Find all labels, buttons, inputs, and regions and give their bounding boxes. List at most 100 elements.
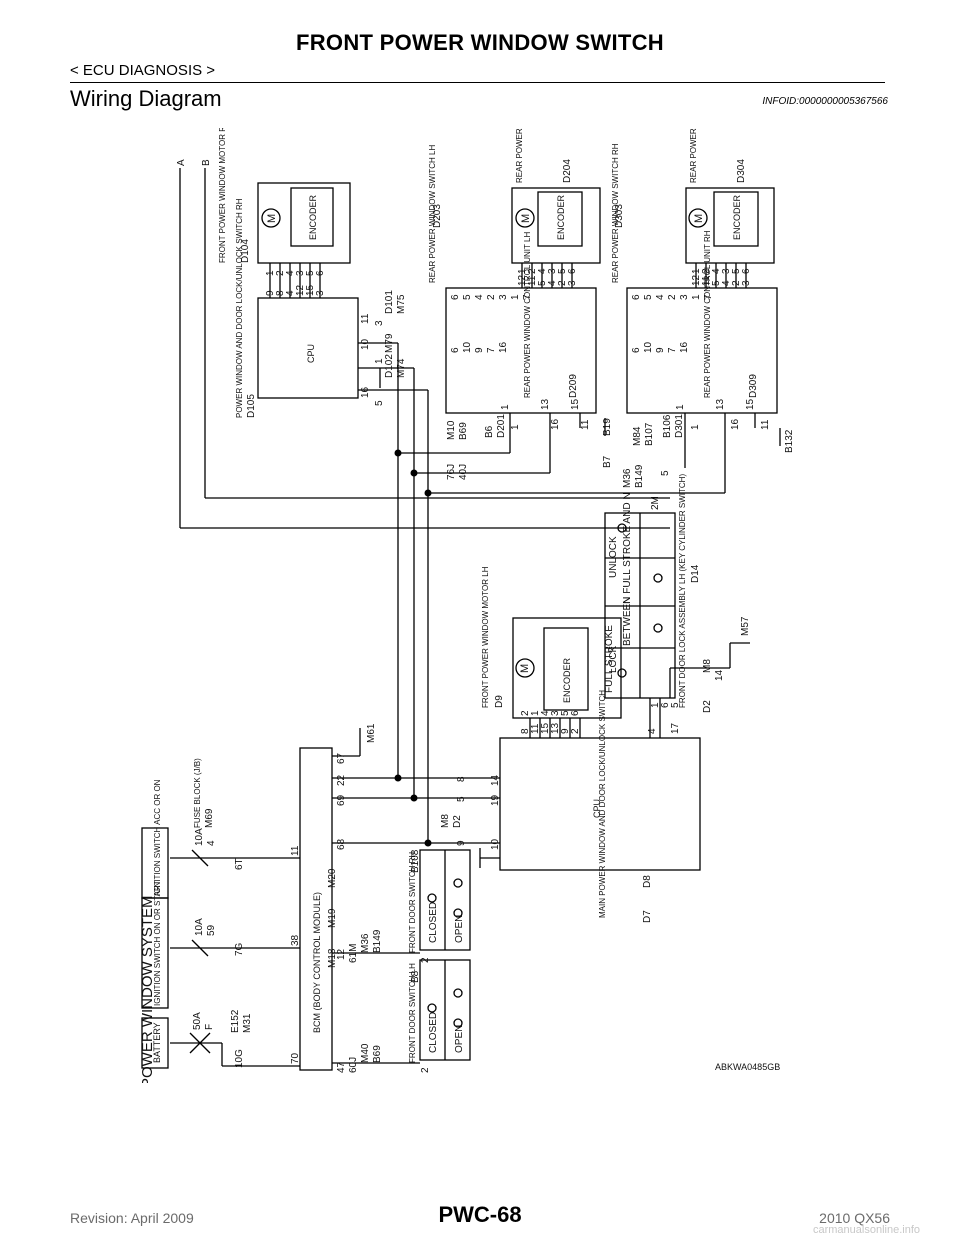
bcm-conn3: M20 [327, 868, 338, 888]
rear-motor-lh-box [511, 187, 601, 264]
rear-switch-rh-control: REAR POWER WINDOW CONTROL UNIT RH [703, 230, 712, 398]
pin-10g: 10G [234, 1049, 245, 1068]
rear-motor-lh-pin-6: 6 [567, 268, 578, 274]
rh-switch-motor-pin-1: 9 [265, 290, 276, 296]
front-motor-rh-conn: D104 [240, 239, 251, 263]
rh-switch-motor-pin-6: 3 [315, 290, 326, 296]
rear-switch-rh-row2-4: 7 [667, 347, 678, 353]
door-switch-lh-harness-a: M40 [360, 1043, 371, 1063]
rh-switch-joint-a-conn1: D102 [384, 354, 395, 378]
rear-switch-rh-motor-6: 3 [741, 280, 752, 286]
rear-switch-rh-conn: D303 [614, 204, 625, 228]
rear-switch-lh-top-3: 4 [474, 294, 485, 300]
watermark: carmanualsonline.info [812, 1224, 920, 1236]
bcm-conn2: M19 [327, 908, 338, 928]
rear-switch-rh-ground: B132 [784, 429, 795, 453]
rear-motor-lh-pin-1: 1 [517, 268, 528, 274]
fuse-block-conn: M69 [204, 808, 215, 828]
pin-6t: 6T [234, 858, 245, 870]
battery-label: BATTERY [152, 1022, 162, 1063]
front-motor-rh-encoder [290, 187, 334, 247]
door-lock-pin-1: 1 [650, 702, 661, 708]
rear-switch-lh-harness-a: M10 [446, 420, 457, 440]
ref-b: B [201, 159, 212, 166]
front-motor-lh-encoder: ENCODER [562, 657, 572, 703]
rh-switch-joint-a-pin-2: 1 [374, 358, 385, 364]
door-switch-rh-open: OPEN [454, 915, 465, 943]
rear-switch-rh-harness2-a: M36 [622, 468, 633, 488]
ign-acc-on-label: IGNITION SWITCH ACC OR ON [153, 779, 162, 896]
door-lock-unlock: UNLOCK [608, 536, 619, 578]
rear-switch-lh-control-conn: D209 [568, 374, 579, 398]
rear-switch-rh-row2-3: 9 [655, 347, 666, 353]
wiring-diagram: POWER WINDOW SYSTEM BATTERY IGNITION SWI… [139, 128, 795, 1083]
door-lock-joint-pin: 14 [714, 669, 725, 681]
ign-acc-on-box [141, 827, 169, 899]
rear-switch-lh-label: REAR POWER WINDOW SWITCH LH [428, 145, 437, 283]
front-motor-rh-motor: M [266, 214, 278, 223]
rear-motor-lh-label: REAR POWER WINDOW MOTOR LH [515, 128, 524, 183]
rh-switch-label: POWER WINDOW AND DOOR LOCK/UNLOCK SWITCH… [235, 198, 244, 418]
info-id: INFOID:0000000005367566 [762, 96, 888, 107]
rear-switch-rh-top-3: 4 [655, 294, 666, 300]
front-motor-rh-pin-3: 4 [285, 270, 296, 276]
rear-switch-rh-top-4: 2 [667, 294, 678, 300]
rear-switch-rh-top-6: 1 [691, 294, 702, 300]
rear-switch-lh-harness-b: B69 [458, 422, 469, 440]
rear-motor-rh-conn: D304 [736, 159, 747, 183]
rear-switch-lh-joint-conn1: B6 [484, 425, 495, 438]
front-motor-lh-pin-6: 6 [570, 710, 581, 716]
rear-switch-lh-joint-pin-3: 11 [580, 419, 591, 430]
front-motor-lh-pin-2: 1 [530, 710, 541, 716]
rear-motor-rh-pin-2: 2 [701, 268, 712, 274]
rear-switch-rh-control-conn: D309 [748, 374, 759, 398]
rear-motor-rh-pin-1: 1 [691, 268, 702, 274]
rear-motor-rh-encoder: ENCODER [732, 194, 742, 240]
page-title: FRONT POWER WINDOW SWITCH [295, 30, 664, 55]
rh-switch-joint-b-conn1: D101 [384, 290, 395, 314]
ref-a: A [176, 159, 187, 166]
rear-switch-lh-harness-pin-1: 76J [446, 464, 457, 480]
conn-m31: M31 [242, 1013, 253, 1033]
front-motor-rh-pin-6: 6 [315, 270, 326, 276]
rear-switch-rh-motor-1: 12 [691, 274, 702, 286]
front-motor-lh-pin-1: 2 [520, 710, 531, 716]
rear-switch-lh-top-7: 7 [522, 294, 533, 300]
rear-switch-rh-box [626, 287, 778, 414]
front-motor-lh-conn: D9 [494, 695, 505, 708]
image-code: ABKWA0485GB [715, 1062, 780, 1072]
door-switch-lh-harness-pin: 60J [348, 1057, 359, 1073]
front-motor-rh-box [257, 182, 351, 264]
door-switch-lh-label: FRONT DOOR SWITCH LH [408, 963, 417, 1063]
door-switch-lh-closed: CLOSED [428, 1012, 439, 1053]
rear-switch-rh-joint-conn1: B106 [662, 414, 673, 438]
rear-motor-rh-encoder [713, 191, 759, 247]
rear-switch-lh-ground-1: B19 [602, 418, 613, 436]
rh-switch-ground: M79 [384, 333, 395, 353]
door-lock-pin-3: 5 [670, 702, 681, 708]
main-switch-cpu-box [499, 737, 701, 871]
main-switch-pin-right-1: 4 [647, 728, 658, 734]
rh-switch-joint-b-conn2: M75 [396, 294, 407, 314]
rh-switch-side-pin-1: 16 [360, 386, 371, 398]
main-switch-joint-pin-2: 5 [456, 796, 467, 802]
header-divider [70, 82, 885, 83]
rh-switch-motor-pin-4: 12 [295, 284, 306, 296]
rear-switch-lh-motor-1: 12 [517, 274, 528, 286]
rh-switch-box [257, 297, 359, 399]
rear-switch-rh-joint-conn2: D301 [674, 414, 685, 438]
main-switch-pin-left-1: 10 [490, 838, 501, 850]
main-switch-pin-right-2: 17 [670, 722, 681, 734]
rear-switch-lh-control: REAR POWER WINDOW CONTROL UNIT LH [523, 232, 532, 398]
rh-switch-joint-a-conn2: M74 [396, 358, 407, 378]
rh-switch-joint-b-pin: 3 [374, 320, 385, 326]
fuse-10a-2: 10A [194, 828, 205, 846]
main-switch-conn2: D8 [642, 875, 653, 888]
breadcrumb: < ECU DIAGNOSIS > [70, 62, 216, 79]
main-switch-motor-pin-6: 2 [570, 728, 581, 734]
rear-switch-rh-harness2-pin: 2M [650, 496, 661, 510]
rear-switch-rh-row2-5: 16 [679, 341, 690, 353]
rear-switch-lh-joint-pin-2: 16 [550, 418, 561, 430]
rear-switch-lh-ground-2: B7 [602, 455, 613, 468]
rear-switch-rh-side-1: 1 [675, 404, 686, 410]
